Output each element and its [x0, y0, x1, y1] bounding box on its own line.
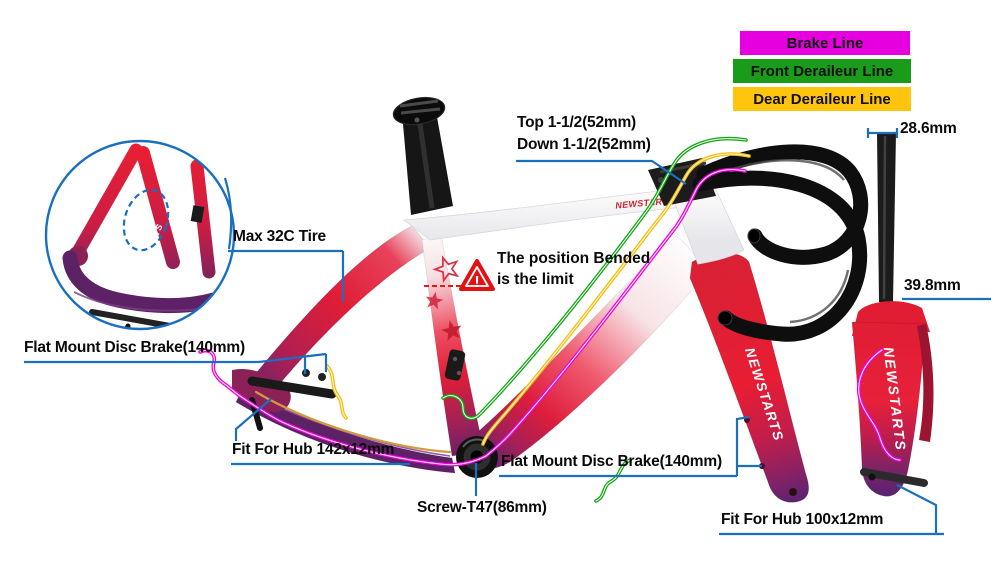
handlebar-glint: [789, 269, 850, 324]
brand-logo-inset: NEWSTARTS: [134, 222, 165, 279]
fork-thru-axle: [860, 468, 928, 487]
handlebar-end-opening: [717, 310, 733, 326]
saddle-clamp-bolt: [414, 117, 420, 123]
inset-right-tube: [190, 159, 216, 279]
warning-exclamation: !: [474, 274, 479, 291]
handlebar-glint: [729, 159, 845, 181]
handlebar-lower-curl: [692, 170, 868, 342]
fork-blade: [851, 321, 927, 497]
leader-front-disc: [499, 415, 762, 478]
legend-label-rear-derailleur-line: Dear Deraileur Line: [753, 90, 891, 108]
rear-derailleur-chainstay-run: [254, 390, 452, 454]
label-headset-top: Top 1-1/2(52mm): [517, 114, 637, 131]
leader-rear-hub: [231, 398, 410, 466]
fork-rear-blade: [917, 324, 934, 442]
leader-headset: [516, 159, 687, 185]
warning-text-line2: is the limit: [497, 271, 574, 288]
inset-detail-view: NEWSTARTS: [44, 139, 236, 331]
fork-illustration: NEWSTARTS: [851, 133, 934, 497]
measure-steerer: [866, 128, 899, 138]
leader-front-hub: [719, 484, 944, 536]
label-headset-down: Down 1-1/2(52mm): [517, 136, 651, 153]
warning-icon: !: [424, 259, 495, 291]
legend-label-front-derailleur-line: Front Deraileur Line: [750, 62, 894, 80]
inset-chainstay: [62, 250, 222, 314]
fork-steerer-tube: [877, 133, 896, 302]
warning-triangle-inner: [465, 266, 489, 287]
handlebar-end-opening: [747, 228, 761, 244]
saddle-clamp-slot: [399, 99, 439, 108]
leader-max-tire: [223, 177, 345, 302]
label-rear-hub: Fit For Hub 142x12mm: [232, 441, 395, 458]
label-front-disc-brake: Flat Mount Disc Brake(140mm): [501, 453, 722, 470]
warning-text-line1: The position Bended: [497, 250, 651, 267]
inset-circle-border: [44, 139, 236, 331]
label-front-hub: Fit For Hub 100x12mm: [721, 511, 884, 528]
leader-lines: [24, 128, 991, 536]
legend-item-front-derailleur-line: Front Deraileur Line: [733, 59, 911, 83]
fork-dropout-hole: [789, 488, 797, 496]
front-derailleur-line-path: [441, 136, 748, 503]
rear-thru-axle: [247, 376, 337, 399]
fork-brake-line-path: [856, 348, 902, 462]
saddle-clamp-slot: [400, 107, 441, 115]
label-crown-diameter: 39.8mm: [904, 277, 961, 294]
rear-derailleur-line-path: [254, 152, 751, 454]
inset-thru-axle: [89, 309, 173, 329]
mount-bolt: [456, 370, 462, 376]
legend-item-brake-line: Brake Line: [740, 31, 910, 55]
seatpost-highlight: [417, 123, 435, 209]
tire-clearance-dashed-oval: [122, 188, 170, 252]
warning-text: The position Bended is the limit: [497, 248, 650, 290]
handlebar-upper-curl: [696, 144, 869, 265]
label-max-tire: Max 32C Tire: [233, 228, 326, 245]
inset-chainstay-highlight: [73, 291, 211, 312]
steerer-highlight: [882, 135, 887, 300]
inset-seat-tube: [136, 146, 180, 269]
rear-disc-mount-post: [318, 373, 326, 381]
brake-line-path: [198, 167, 747, 467]
legend-label-brake-line: Brake Line: [786, 34, 864, 52]
inset-seat-stay: [71, 143, 143, 259]
label-steerer-diameter: 28.6mm: [900, 120, 957, 137]
mount-bolt: [452, 356, 458, 362]
leader-rear-disc: [24, 352, 328, 374]
inset-derailleur-mount: [190, 205, 205, 223]
fork-dropout-hole: [868, 473, 876, 481]
label-bottom-bracket: Screw-T47(86mm): [417, 499, 547, 516]
legend-item-rear-derailleur-line: Dear Deraileur Line: [733, 87, 911, 111]
cable-lines: [198, 136, 751, 503]
label-rear-disc-brake: Flat Mount Disc Brake(140mm): [24, 339, 245, 356]
label-headset-block: Top 1-1/2(52mm) Down 1-1/2(52mm): [517, 112, 651, 156]
